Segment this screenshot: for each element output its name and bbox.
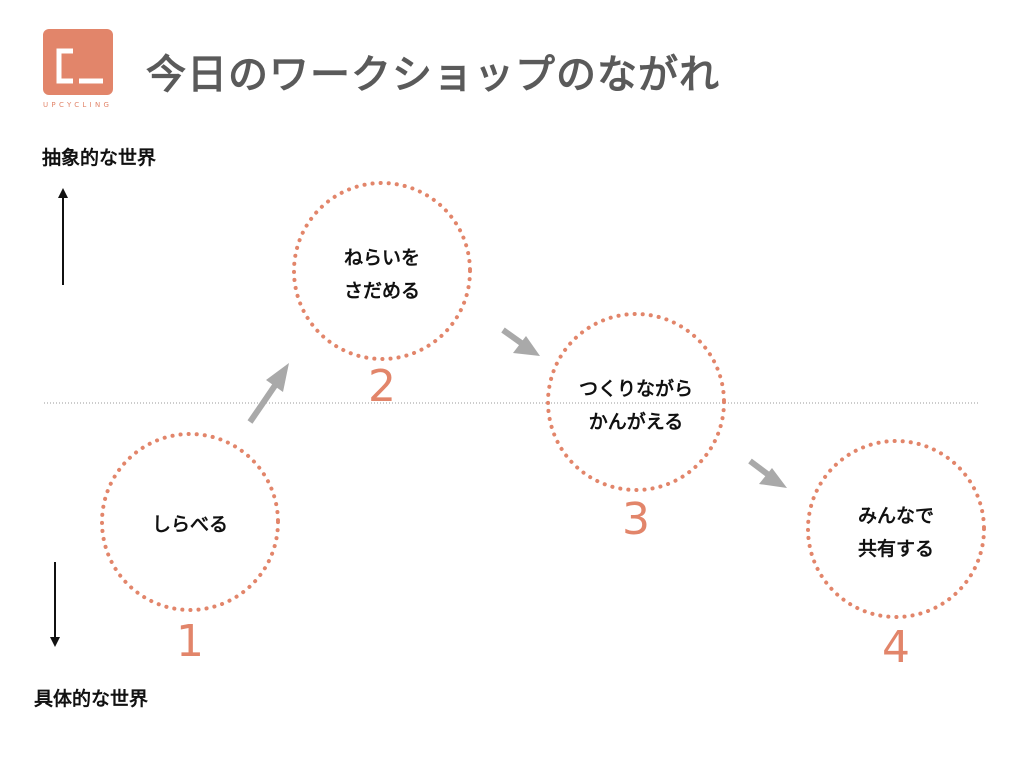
step-2-label: ねらいを さだめる <box>344 242 420 308</box>
step-1-label: しらべる <box>152 509 228 542</box>
step-1-line-1: しらべる <box>151 513 229 536</box>
flow-arrow-2-3-icon <box>501 327 540 356</box>
step-2-line-2: さだめる <box>343 280 421 302</box>
axis-label-concrete: 具体的な世界 <box>34 688 149 710</box>
step-3-line-2: かんがえる <box>588 411 684 433</box>
step-4-line-1: みんなで <box>857 505 935 527</box>
axis-label-abstract: 抽象的な世界 <box>42 147 157 169</box>
step-3-number: 3 <box>622 494 650 545</box>
step-circle-2 <box>292 181 472 361</box>
flow-arrow-1-2-icon <box>247 363 289 424</box>
logo <box>43 29 113 95</box>
step-4-number: 4 <box>882 622 910 673</box>
step-3-line-1: つくりながら <box>578 378 694 400</box>
step-1-number: 1 <box>176 616 204 667</box>
logo-text: UPCYCLING <box>43 101 113 109</box>
step-4-line-2: 共有する <box>857 538 935 560</box>
step-4-label: みんなで 共有する <box>858 500 934 566</box>
step-2-line-1: ねらいを <box>343 247 421 269</box>
page-title: 今日のワークショップのながれ <box>146 52 720 98</box>
step-circle-4 <box>806 439 986 619</box>
step-3-label: つくりながら かんがえる <box>579 373 693 439</box>
logo-mark-icon <box>56 48 103 84</box>
step-2-number: 2 <box>368 361 396 412</box>
step-circle-3 <box>546 312 726 492</box>
flow-arrow-3-4-icon <box>748 458 787 488</box>
step-circle-1 <box>100 432 280 612</box>
